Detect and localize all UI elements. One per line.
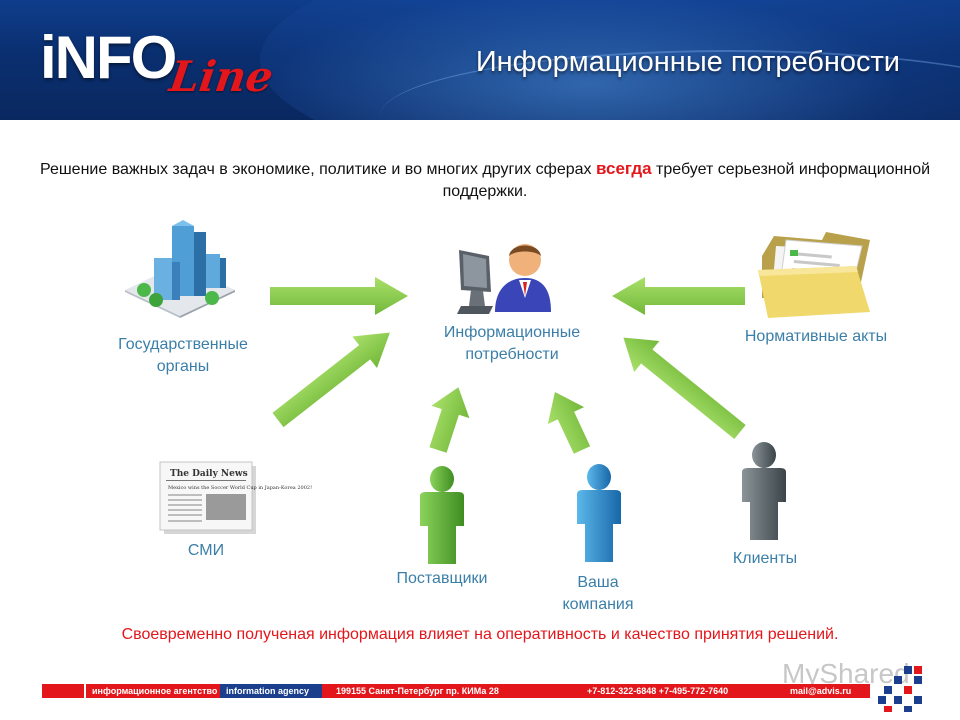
normative-label: Нормативные акты	[744, 328, 888, 345]
page-title: Информационные потребности	[475, 46, 900, 78]
arrow-clients-to-center	[623, 337, 746, 439]
media-label: СМИ	[187, 542, 225, 559]
arrow-government-to-center	[270, 277, 408, 315]
newspaper-headline: Mexico wins the Soccer World Cup in Japa…	[168, 485, 312, 491]
contact-info-bar: информационное агентство information age…	[42, 684, 870, 698]
green-person-icon	[420, 466, 464, 564]
bar-address: 199155 Санкт-Петербург пр. КИМа 28	[336, 686, 499, 696]
center-label: Информационные потребности	[443, 324, 581, 363]
logo-info-text: iNFO	[40, 24, 177, 91]
header-swoosh-line	[380, 50, 960, 120]
footer-note: Своевременно полученая информация влияет…	[121, 626, 839, 643]
government-label: Государственные органы	[118, 336, 248, 375]
infoline-logo: iNFO Line	[40, 28, 300, 108]
arrow-normative-to-center	[612, 277, 745, 315]
intro-emphasis: всегда	[595, 159, 652, 178]
company-label: Ваша компания	[562, 574, 634, 613]
person-at-computer-icon	[457, 244, 551, 314]
clients-label: Клиенты	[732, 550, 798, 567]
gray-person-icon	[742, 442, 786, 540]
intro-text-start: Решение важных задач в экономике, полити…	[39, 161, 596, 178]
myshared-watermark: MyShared	[782, 658, 910, 689]
bar-phones: +7-812-322-6848 +7-495-772-7640	[587, 686, 729, 696]
arrow-company-to-center	[547, 391, 591, 454]
header-banner: iNFO Line Информационные потребности	[0, 0, 960, 120]
arrow-suppliers-to-center	[429, 387, 470, 453]
document-folder-icon	[758, 232, 870, 318]
intro-text-end: требует серьезной информационной поддерж…	[442, 161, 931, 200]
blue-person-icon	[577, 464, 621, 562]
bar-email: mail@advis.ru	[790, 686, 852, 696]
newspaper-icon: The Daily News Mexico wins the Soccer Wo…	[159, 461, 312, 534]
dots-logo-icon	[878, 666, 922, 712]
arrow-media-to-center	[272, 332, 390, 428]
government-building-icon	[125, 220, 235, 318]
newspaper-masthead: The Daily News	[170, 469, 248, 479]
suppliers-label: Поставщики	[396, 570, 488, 587]
intro-paragraph: Решение важных задач в экономике, полити…	[30, 158, 940, 203]
bar-agency-en: information agency	[220, 684, 322, 698]
